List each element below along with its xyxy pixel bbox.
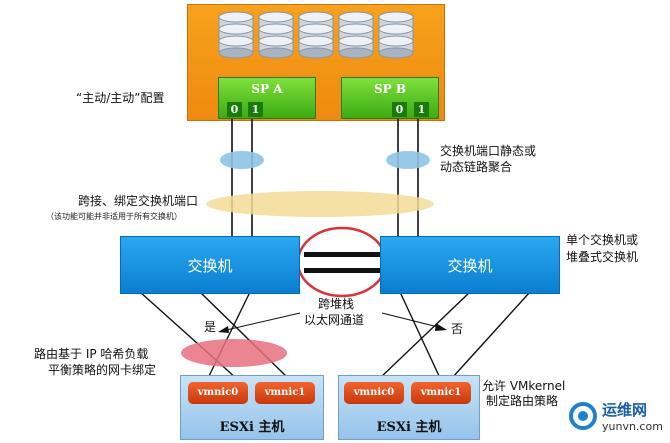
sp-a-port-0: 0 <box>227 102 242 117</box>
esxi-host-right: vmnic0 vmnic1 ESXi 主机 <box>338 375 480 440</box>
sp-a-label: SP A <box>251 82 283 96</box>
switch-port-agg-line2: 动态链路聚合 <box>440 160 513 174</box>
single-or-stacked-line2: 堆叠式交换机 <box>566 250 639 264</box>
esxi-host-left: vmnic0 vmnic1 ESXi 主机 <box>180 375 324 440</box>
active-active-label: “主动/主动”配置 <box>76 91 165 105</box>
single-or-stacked-line1: 单个交换机或 <box>566 233 639 247</box>
sp-b: SP B 0 1 <box>341 77 439 119</box>
sp-b-port-0: 0 <box>392 102 407 117</box>
switch-right: 交换机 <box>380 236 560 294</box>
vmkernel-line2: 制定路由策略 <box>486 394 559 408</box>
cross-bind-label: 跨接、绑定交换机端口 <box>78 194 199 208</box>
esxi-host-right-label: ESXi 主机 <box>376 420 442 435</box>
vmnic-left-0: vmnic0 <box>188 382 248 404</box>
disk-icon <box>258 11 294 59</box>
cross-stack-line2: 以太网通道 <box>304 313 365 327</box>
disk-stack-icons <box>218 11 414 59</box>
disk-icon <box>338 11 374 59</box>
cross-stack-bar-top <box>304 252 380 257</box>
no-label: 否 <box>451 322 464 336</box>
watermark-cn: 运维网 <box>602 401 648 419</box>
cross-bind-note: （该功能可能并非适用于所有交换机） <box>46 212 182 221</box>
vmkernel-line1: 允许 VMkernel <box>482 379 566 393</box>
cross-stack-line1: 跨堆栈 <box>318 297 355 311</box>
vmnic-right-0: vmnic0 <box>344 382 404 404</box>
storage-array: SP A 0 1 SP B 0 1 <box>187 4 445 121</box>
ip-hash-line1: 路由基于 IP 哈希负载 <box>34 347 149 361</box>
yes-label: 是 <box>204 320 217 334</box>
sp-b-label: SP B <box>373 82 406 96</box>
vmnic-left-1: vmnic1 <box>255 382 315 404</box>
watermark-en: yunvn.com <box>602 420 663 433</box>
switch-left: 交换机 <box>120 236 300 294</box>
disk-icon <box>378 11 414 59</box>
ip-hash-line2: 平衡策略的网卡绑定 <box>48 363 157 377</box>
switch-port-agg-line1: 交换机端口静态或 <box>440 144 537 158</box>
logo-swirl-icon <box>569 402 597 430</box>
sp-a-port-1: 1 <box>248 102 263 117</box>
disk-icon <box>298 11 334 59</box>
watermark-logo: 运维网 yunvn.com <box>566 395 668 441</box>
disk-icon <box>218 11 254 59</box>
esxi-host-left-label: ESXi 主机 <box>219 420 285 435</box>
cross-stack-ring <box>296 226 388 298</box>
vmnic-right-1: vmnic1 <box>411 382 471 404</box>
sp-a: SP A 0 1 <box>218 77 316 119</box>
cross-stack-bar-bottom <box>304 268 380 273</box>
sp-b-port-1: 1 <box>414 102 429 117</box>
